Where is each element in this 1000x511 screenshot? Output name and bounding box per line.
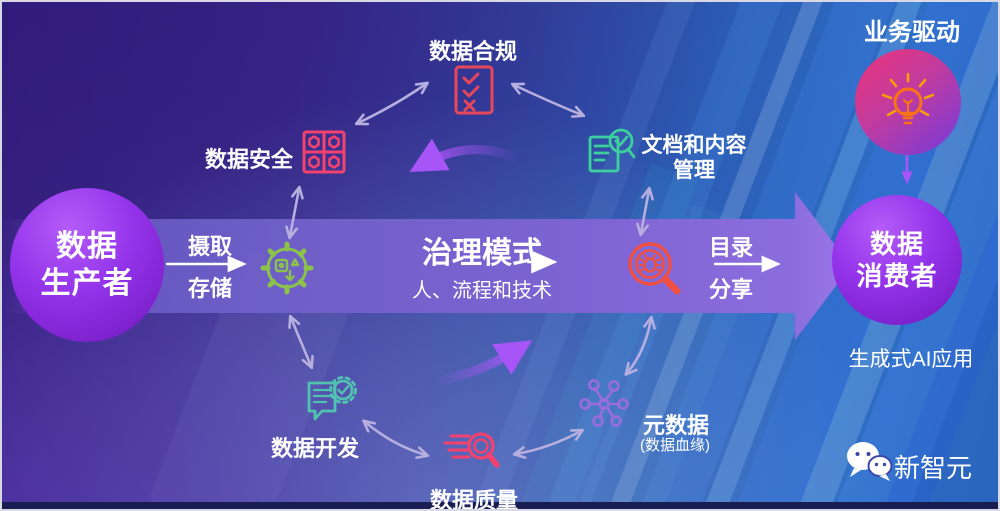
docs-label: 文档和内容 管理 — [632, 133, 756, 183]
producer-line1: 数据 — [56, 229, 118, 263]
governance-subtitle: 人、流程和技术 — [412, 280, 552, 302]
docs-label-line1: 文档和内容 — [641, 134, 747, 157]
producer-line2: 生产者 — [40, 267, 134, 300]
quality-label: 数据质量 — [429, 488, 518, 511]
data-consumer-circle: 数据 消费者 — [832, 195, 962, 325]
security-label: 数据安全 — [204, 147, 293, 172]
consumer-line2: 消费者 — [856, 261, 938, 291]
business-driver-ring — [855, 49, 961, 155]
compliance-label: 数据合规 — [428, 39, 517, 64]
checklist-icon — [454, 65, 494, 115]
docs-label-line2: 管理 — [673, 159, 715, 183]
bottom-dark-strip — [2, 502, 998, 509]
governance-title: 治理模式 — [422, 237, 542, 270]
genai-label: 生成式AI应用 — [848, 348, 974, 371]
bug-magnifier-icon — [624, 238, 686, 300]
development-label: 数据开发 — [270, 436, 359, 461]
wechat-icon — [845, 439, 893, 485]
speed-magnifier-icon — [443, 430, 501, 474]
metadata-sublabel: (数据血缘) — [640, 437, 710, 454]
document-search-icon — [588, 128, 636, 174]
network-graph-icon — [579, 376, 629, 428]
share-label: 分享 — [708, 277, 753, 302]
lock-grid-icon — [302, 130, 346, 174]
lightbulb-icon — [877, 69, 939, 135]
consumer-line1: 数据 — [869, 228, 924, 259]
chat-gear-icon — [305, 375, 357, 427]
brand-label: 新智元 — [894, 453, 973, 483]
data-producer-circle: 数据 生产者 — [10, 188, 164, 342]
business-driver-label: 业务驱动 — [864, 19, 960, 46]
store-label: 存储 — [187, 276, 232, 301]
catalog-label: 目录 — [708, 235, 753, 260]
ingest-label: 摄取 — [187, 234, 232, 259]
gear-process-icon — [259, 240, 315, 296]
